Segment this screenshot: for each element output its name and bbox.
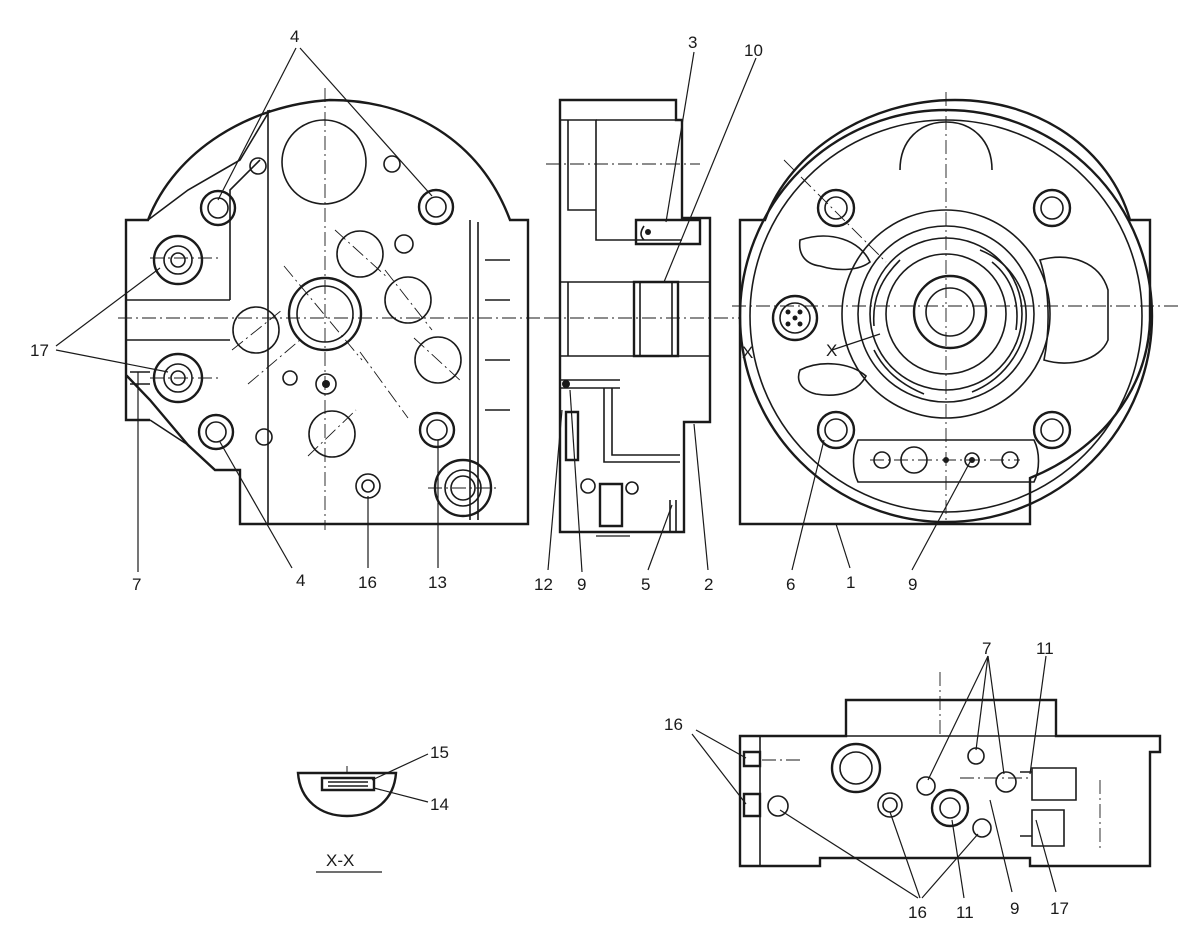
callout-label: 6 bbox=[786, 575, 795, 594]
callout-label: 2 bbox=[704, 575, 713, 594]
callout-label: 13 bbox=[428, 573, 447, 592]
section-title: X-X bbox=[326, 851, 354, 870]
callout-label: 9 bbox=[577, 575, 586, 594]
callout-label: 16 bbox=[664, 715, 683, 734]
callout-label: 4 bbox=[290, 27, 299, 46]
callout-label: 7 bbox=[132, 575, 141, 594]
front-view bbox=[118, 88, 548, 530]
callout-label: 17 bbox=[30, 341, 49, 360]
callout-label: 10 bbox=[744, 41, 763, 60]
section-mark: X bbox=[826, 341, 837, 360]
callout-label: 3 bbox=[688, 33, 697, 52]
section-mark: X bbox=[742, 343, 753, 362]
callout-label: 7 bbox=[982, 639, 991, 658]
section-detail-view bbox=[296, 766, 398, 873]
callout-label: 5 bbox=[641, 575, 650, 594]
leader-lines bbox=[55, 47, 1057, 899]
callout-label: 4 bbox=[296, 571, 305, 590]
callout-label: 11 bbox=[1036, 639, 1054, 658]
callout-label: 11 bbox=[956, 903, 974, 922]
callout-label: 14 bbox=[430, 795, 449, 814]
callout-label: 16 bbox=[908, 903, 927, 922]
side-section-view bbox=[546, 98, 740, 537]
callout-label: 17 bbox=[1050, 899, 1069, 918]
rear-view bbox=[732, 92, 1180, 526]
callout-label: 9 bbox=[908, 575, 917, 594]
callout-label: 16 bbox=[358, 573, 377, 592]
callout-label: 15 bbox=[430, 743, 449, 762]
bottom-view bbox=[738, 672, 1162, 868]
callout-label: 1 bbox=[846, 573, 855, 592]
callout-label: 9 bbox=[1010, 899, 1019, 918]
callout-label: 12 bbox=[534, 575, 553, 594]
callout-labels: 4 17 7 4 16 13 3 10 12 9 5 2 6 1 9 X X 1… bbox=[30, 27, 1069, 922]
